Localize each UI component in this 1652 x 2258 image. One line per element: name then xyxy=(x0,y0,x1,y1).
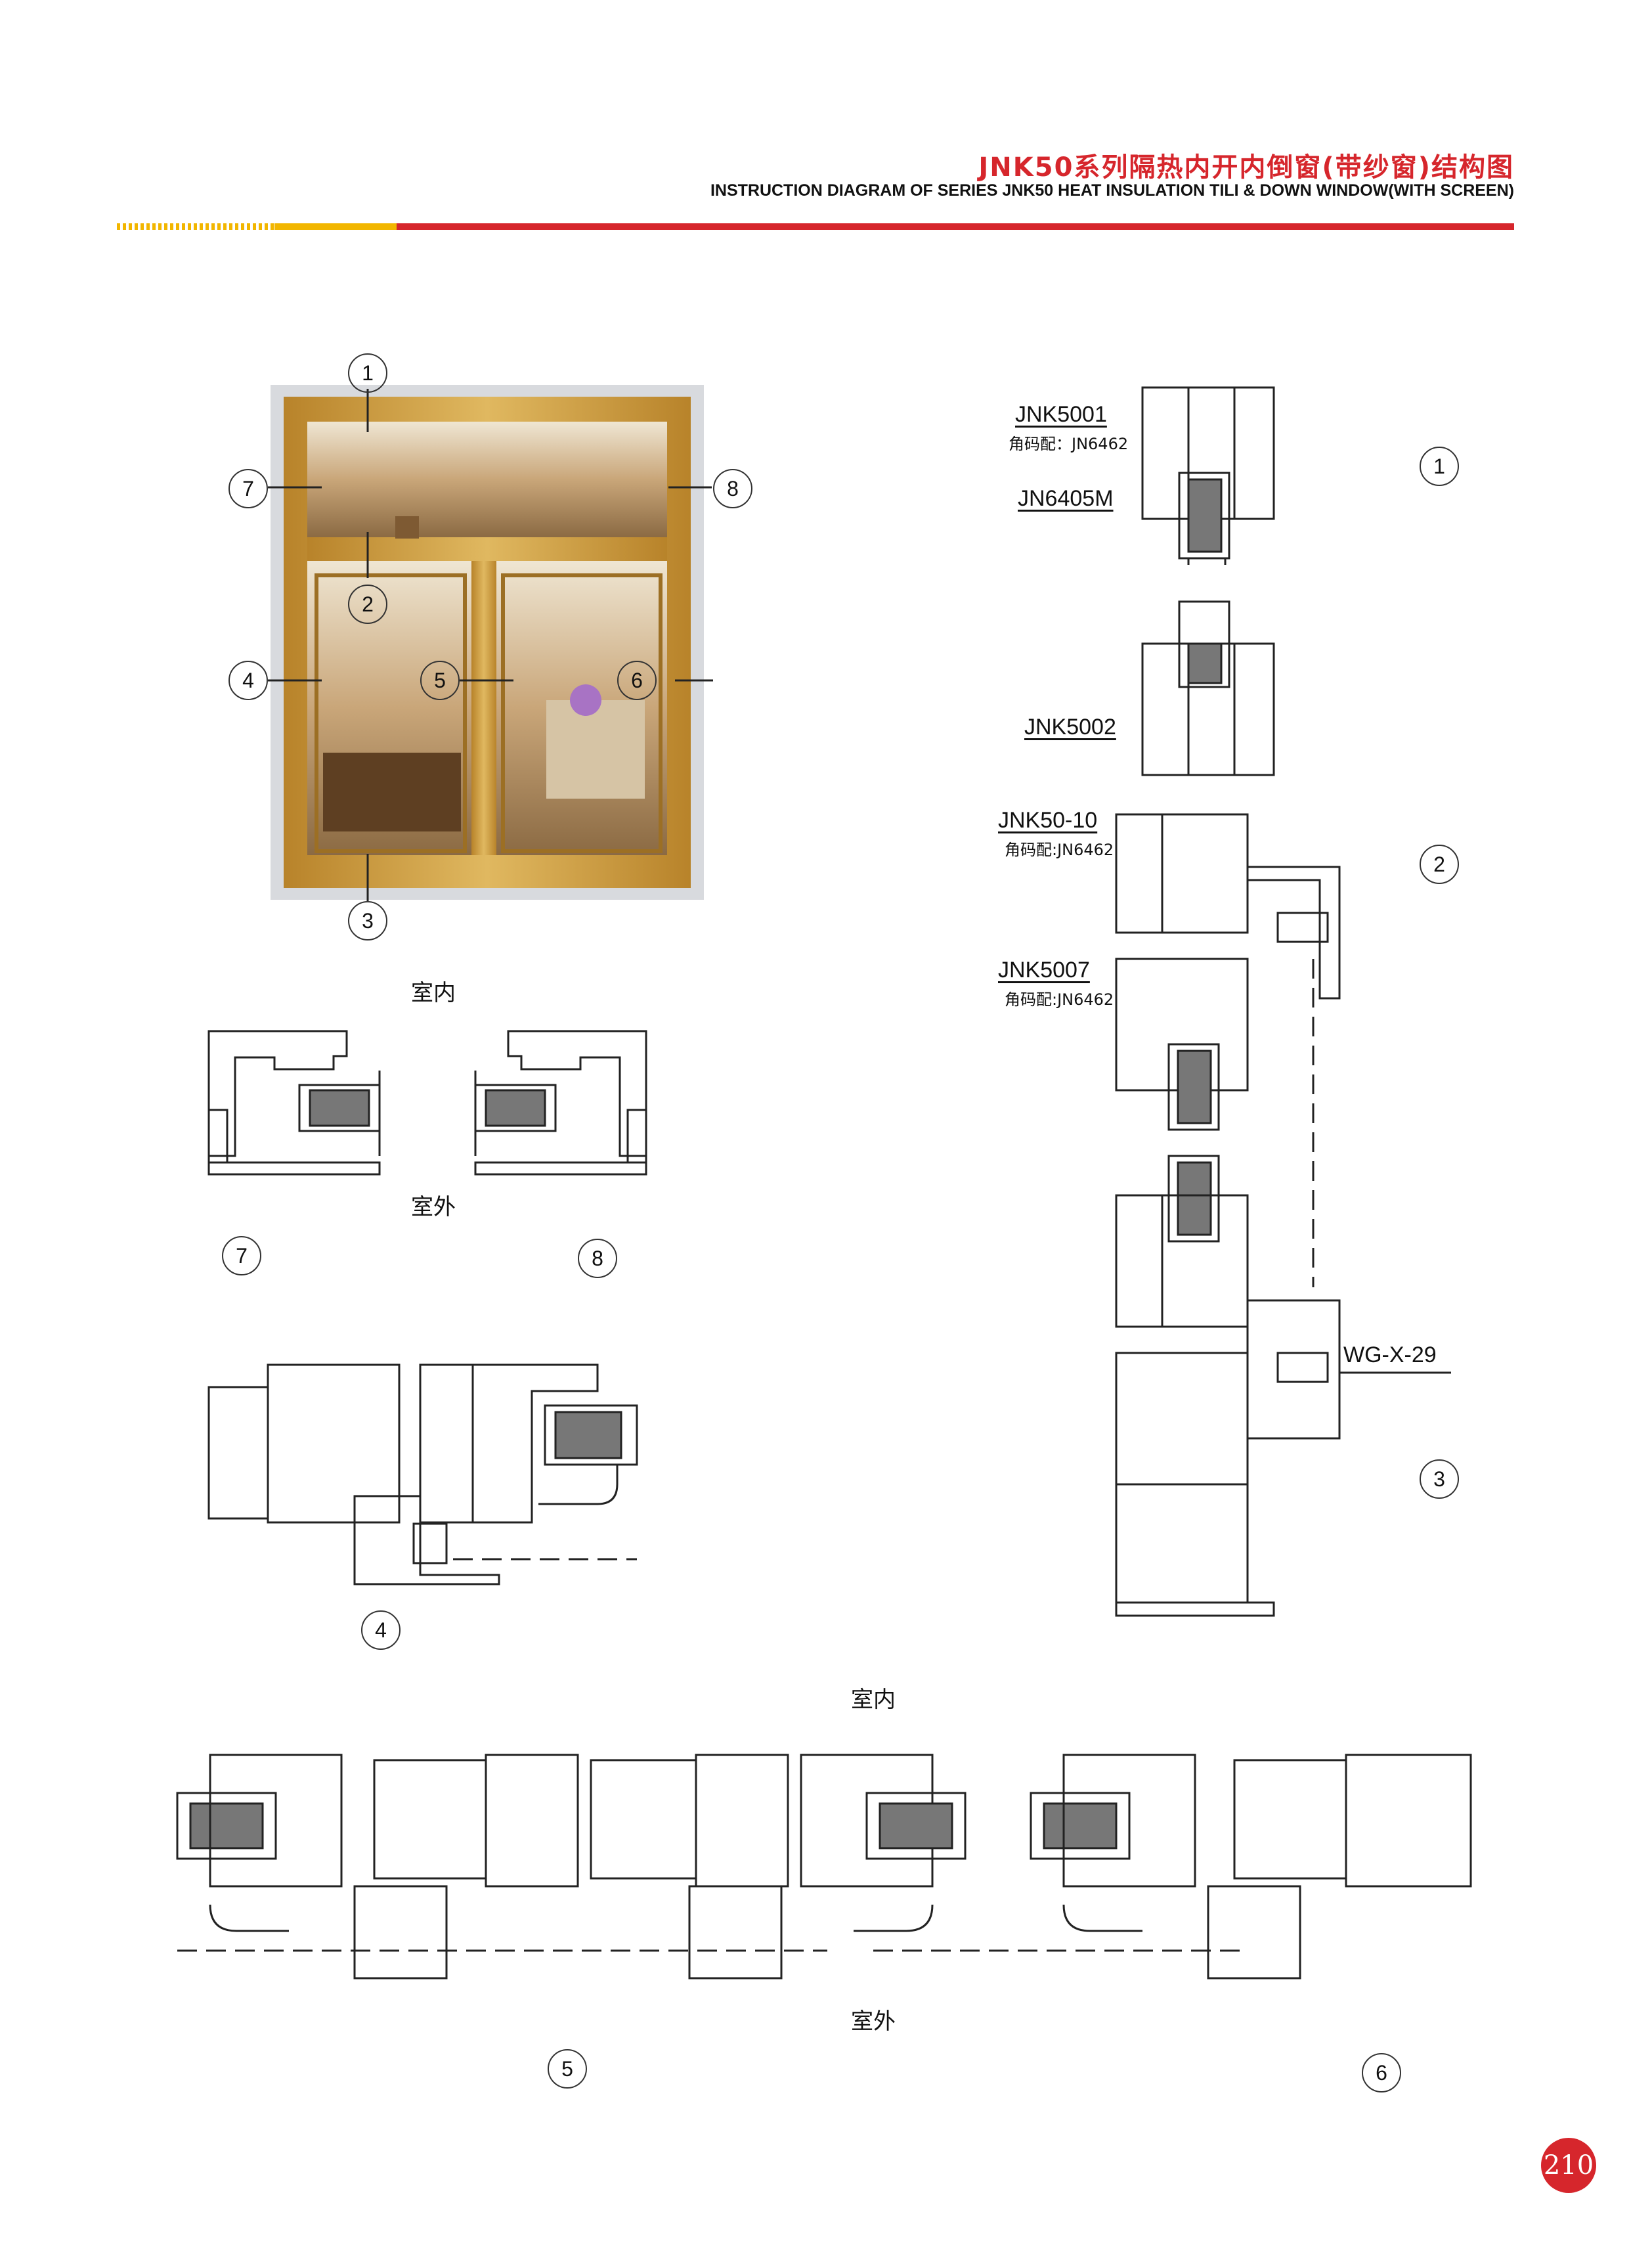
section-5-drawing xyxy=(176,1754,967,1980)
profile-corner-jnk50-10: 角码配:JN6462 xyxy=(1005,841,1114,859)
label-indoor-bottom: 室内 xyxy=(851,1687,896,1713)
section-4-drawing xyxy=(207,1363,638,1585)
section-number-1: 1 xyxy=(1420,447,1459,486)
page-title-cn: JNK50系列隔热内开内倒窗(带纱窗)结构图 xyxy=(978,152,1514,183)
profile-label-jnk50-10: JNK50-10 xyxy=(998,808,1098,833)
window-elevation-photo xyxy=(271,385,704,900)
profile-label-jnk5007: JNK5007 xyxy=(998,958,1090,983)
header-bar-red xyxy=(397,223,1514,230)
section-number-3: 3 xyxy=(1420,1459,1459,1499)
section-6-drawing xyxy=(1030,1754,1472,1980)
header-bar-orange xyxy=(274,223,397,230)
callout-2: 2 xyxy=(348,585,387,624)
callout-5: 5 xyxy=(420,661,460,700)
window-elevation-drawing xyxy=(271,385,704,900)
profile-corner-jnk5007: 角码配:JN6462 xyxy=(1005,990,1114,1009)
page-title-en: INSTRUCTION DIAGRAM OF SERIES JNK50 HEAT… xyxy=(710,181,1514,200)
section-number-4: 4 xyxy=(361,1610,401,1650)
section-2-drawing xyxy=(1115,600,1341,1131)
profile-corner-jnk5001: 角码配：JN6462 xyxy=(1009,435,1129,453)
section-8-drawing xyxy=(474,1030,647,1176)
profile-label-jn6405m: JN6405M xyxy=(1018,486,1114,511)
label-indoor-top: 室内 xyxy=(411,980,456,1006)
label-outdoor-bottom: 室外 xyxy=(851,2008,896,2035)
section-number-5: 5 xyxy=(548,2049,587,2089)
callout-1: 1 xyxy=(348,353,387,393)
section-1-drawing xyxy=(1141,386,1275,565)
section-number-6: 6 xyxy=(1362,2053,1401,2092)
section-number-8: 8 xyxy=(578,1239,617,1278)
page-number: 210 xyxy=(1541,2138,1596,2193)
section-number-2: 2 xyxy=(1420,845,1459,884)
callout-4: 4 xyxy=(228,661,268,700)
section-number-7: 7 xyxy=(222,1236,261,1275)
header-bar-dotted xyxy=(117,223,274,230)
profile-label-jnk5001: JNK5001 xyxy=(1015,402,1107,427)
profile-label-jnk5002: JNK5002 xyxy=(1024,715,1116,740)
callout-3: 3 xyxy=(348,901,387,941)
callout-7: 7 xyxy=(228,469,268,508)
callout-8: 8 xyxy=(713,469,752,508)
callout-6: 6 xyxy=(617,661,657,700)
section-3-drawing xyxy=(1115,1155,1341,1617)
section-7-drawing xyxy=(207,1030,381,1176)
label-outdoor-top: 室外 xyxy=(411,1194,456,1220)
profile-label-wg-x-29: WG-X-29 xyxy=(1343,1342,1437,1367)
